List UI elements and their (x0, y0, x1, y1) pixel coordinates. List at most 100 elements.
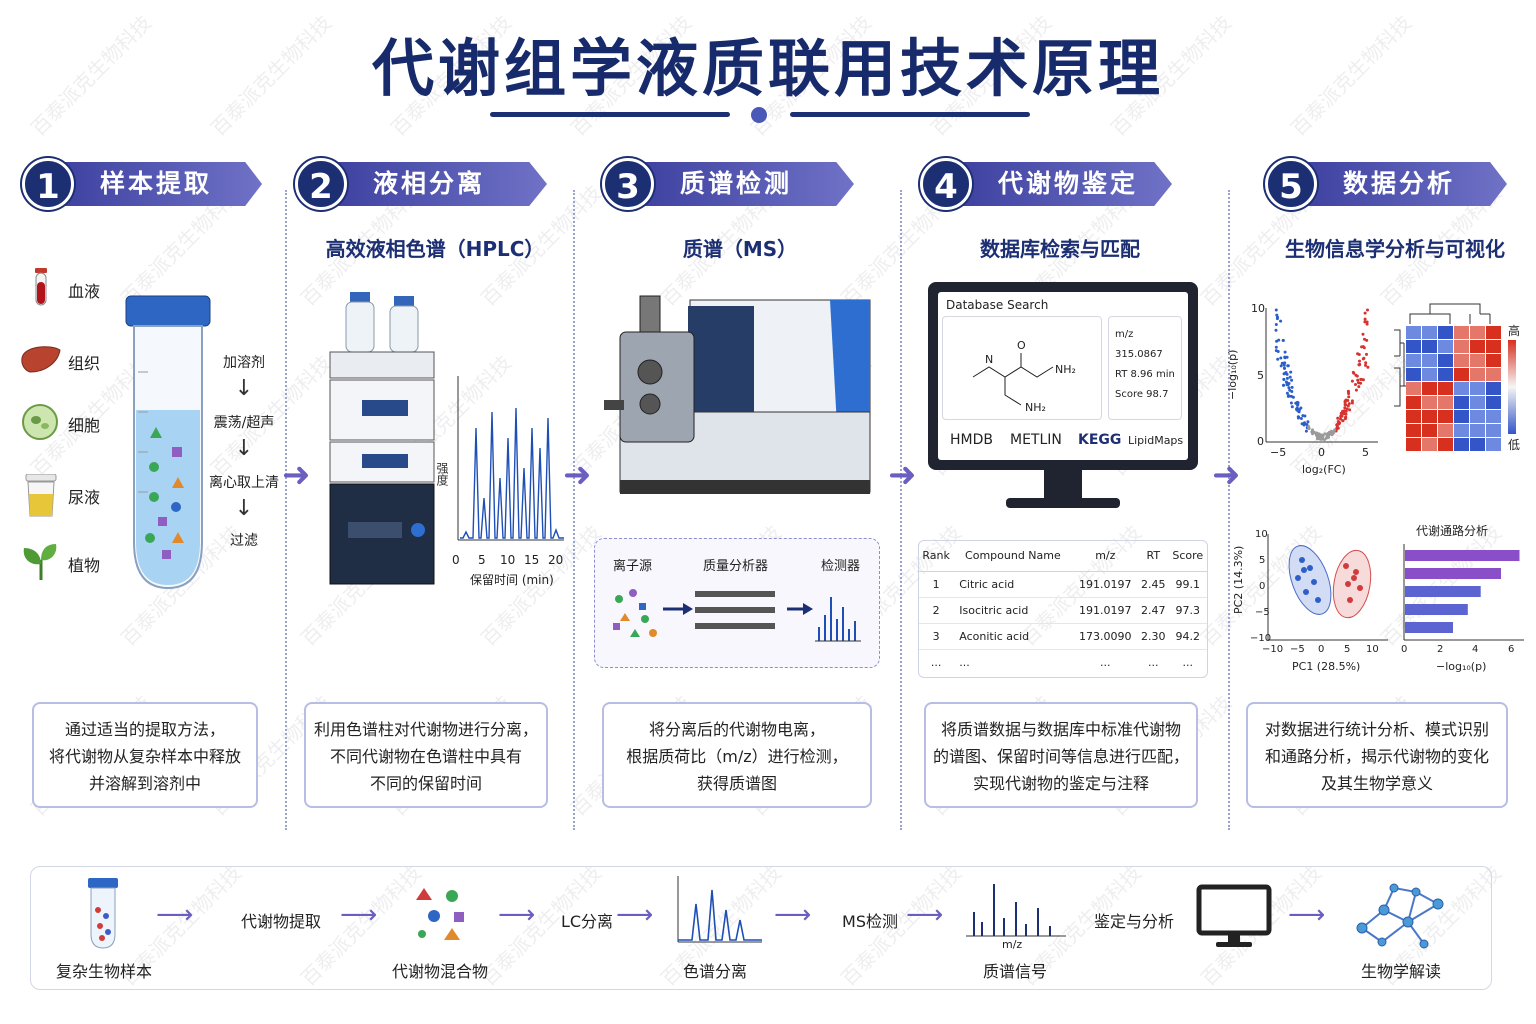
volcano-point (1303, 421, 1306, 425)
monitor-base (1006, 498, 1120, 508)
description-line: 及其生物学意义 (1320, 774, 1433, 793)
database-name: KEGG (1078, 432, 1122, 448)
workflow-label: 代谢物混合物 (391, 962, 488, 981)
flow-arrow-icon: ➜ (563, 455, 592, 495)
volcano-point (1344, 398, 1348, 402)
table-cell: ... (1148, 655, 1159, 669)
volcano-xtick: −5 (1270, 446, 1287, 459)
description-line: 将质谱数据与数据库中标准代谢物 (940, 720, 1181, 739)
heatmap-cell (1486, 410, 1501, 423)
table-cell: 2.45 (1138, 571, 1169, 598)
workflow-label: LC分离 (560, 912, 614, 931)
heatmap-cell (1454, 382, 1469, 395)
volcano-point (1311, 428, 1314, 432)
heatmap-cell (1470, 340, 1485, 353)
volcano-xtick: 5 (1362, 446, 1369, 459)
pca-xtick: 5 (1344, 644, 1351, 655)
workflow-arrow-icon: ⟶ (616, 900, 654, 930)
volcano-point (1354, 373, 1358, 377)
molecule-atom: N (985, 353, 994, 366)
heatmap-cell (1438, 424, 1453, 437)
step-5-label: 数据分析 (1295, 162, 1507, 206)
table-cell: 3 (919, 623, 954, 650)
step-3-description: 将分离后的代谢物电离， 根据质荷比（m/z）进行检测， 获得质谱图 (602, 702, 872, 808)
heatmap-cell (1438, 368, 1453, 381)
workflow-label: MS检测 (842, 912, 898, 931)
step-3-number: 3 (602, 158, 654, 210)
database-name: HMDB (950, 432, 993, 448)
volcano-point (1361, 332, 1365, 336)
pca-ytick: 5 (1259, 555, 1266, 566)
heatmap-cell (1486, 368, 1501, 381)
volcano-point (1274, 345, 1278, 349)
pca-point (1345, 581, 1351, 587)
heatmap-cell (1422, 326, 1437, 339)
volcano-point (1289, 370, 1293, 374)
step-3-subtitle: 质谱（MS） (682, 237, 798, 261)
pca-point (1311, 579, 1317, 585)
sample-plant: 植物 (20, 542, 140, 582)
volcano-point (1289, 401, 1293, 405)
volcano-ytick: 10 (1251, 302, 1265, 315)
pca-ytick: 0 (1259, 581, 1266, 592)
sample-cell: 细胞 (20, 402, 140, 442)
volcano-point (1361, 357, 1365, 361)
pca-point (1343, 563, 1349, 569)
cell-icon (22, 404, 58, 440)
chromatogram-trace (460, 407, 564, 539)
volcano-point (1363, 320, 1367, 324)
ms-schematic-box: 离子源 质量分析器 检测器 (594, 538, 880, 668)
table-cell: 191.0197 (1072, 571, 1139, 598)
heatmap-cell (1406, 396, 1421, 409)
volcano-point (1344, 415, 1348, 419)
heatmap-cell (1470, 382, 1485, 395)
step-4-number: 4 (920, 158, 972, 210)
description-line: 不同的保留时间 (369, 774, 482, 793)
heatmap-low-label: 低 (1508, 438, 1521, 452)
database-search-header: Database Search (946, 298, 1049, 312)
pca-ylabel: PC2 (14.3%) (1232, 545, 1245, 614)
volcano-point (1344, 412, 1348, 416)
pathway-xlabel: −log₁₀(p) (1436, 660, 1487, 673)
volcano-point (1297, 409, 1301, 413)
workflow-arrow-icon: ⟶ (906, 900, 944, 930)
volcano-point (1341, 419, 1345, 423)
volcano-point (1280, 361, 1284, 365)
heatmap-cell (1422, 424, 1437, 437)
column-divider (900, 190, 902, 830)
volcano-point (1364, 363, 1367, 367)
pca-xtick: −5 (1290, 644, 1305, 655)
heatmap-cell (1438, 340, 1453, 353)
volcano-point (1274, 349, 1278, 353)
workflow-arrow-icon: ⟶ (498, 900, 536, 930)
pca-point (1357, 585, 1363, 591)
pathway-xtick: 6 (1508, 644, 1515, 655)
description-line: 将代谢物从复杂样本中释放 (48, 747, 241, 766)
volcano-point (1357, 353, 1361, 356)
heatmap-cell (1454, 340, 1469, 353)
heatmap-cell (1470, 424, 1485, 437)
pca-point (1295, 575, 1301, 581)
workflow-label: 复杂生物样本 (55, 962, 152, 981)
mass-spectrum-mini-icon (966, 884, 1066, 937)
workflow-arrow-icon: ⟶ (1288, 900, 1326, 930)
mass-spectrometer-icon (604, 295, 871, 494)
structure-panel: O N NH₂ NH₂ (942, 316, 1102, 420)
volcano-point (1279, 319, 1283, 323)
heatmap-cell (1438, 438, 1453, 451)
heatmap-cell (1438, 326, 1453, 339)
description-line: 实现代谢物的鉴定与注释 (972, 774, 1149, 793)
volcano-point (1290, 385, 1294, 389)
step-1-number: 1 (22, 158, 74, 210)
table-cell: Citric acid (953, 571, 1073, 598)
volcano-point (1350, 379, 1354, 383)
volcano-point (1276, 357, 1280, 361)
table-header-cell: RT (1138, 541, 1169, 572)
volcano-point (1366, 365, 1370, 369)
computer-monitor-icon (1196, 884, 1272, 947)
heatmap-cell (1438, 410, 1453, 423)
step-4-label: 代谢物鉴定 (950, 162, 1172, 206)
flow-arrow-icon: ➜ (1212, 455, 1241, 495)
volcano-point (1356, 378, 1360, 382)
volcano-point (1363, 311, 1367, 315)
